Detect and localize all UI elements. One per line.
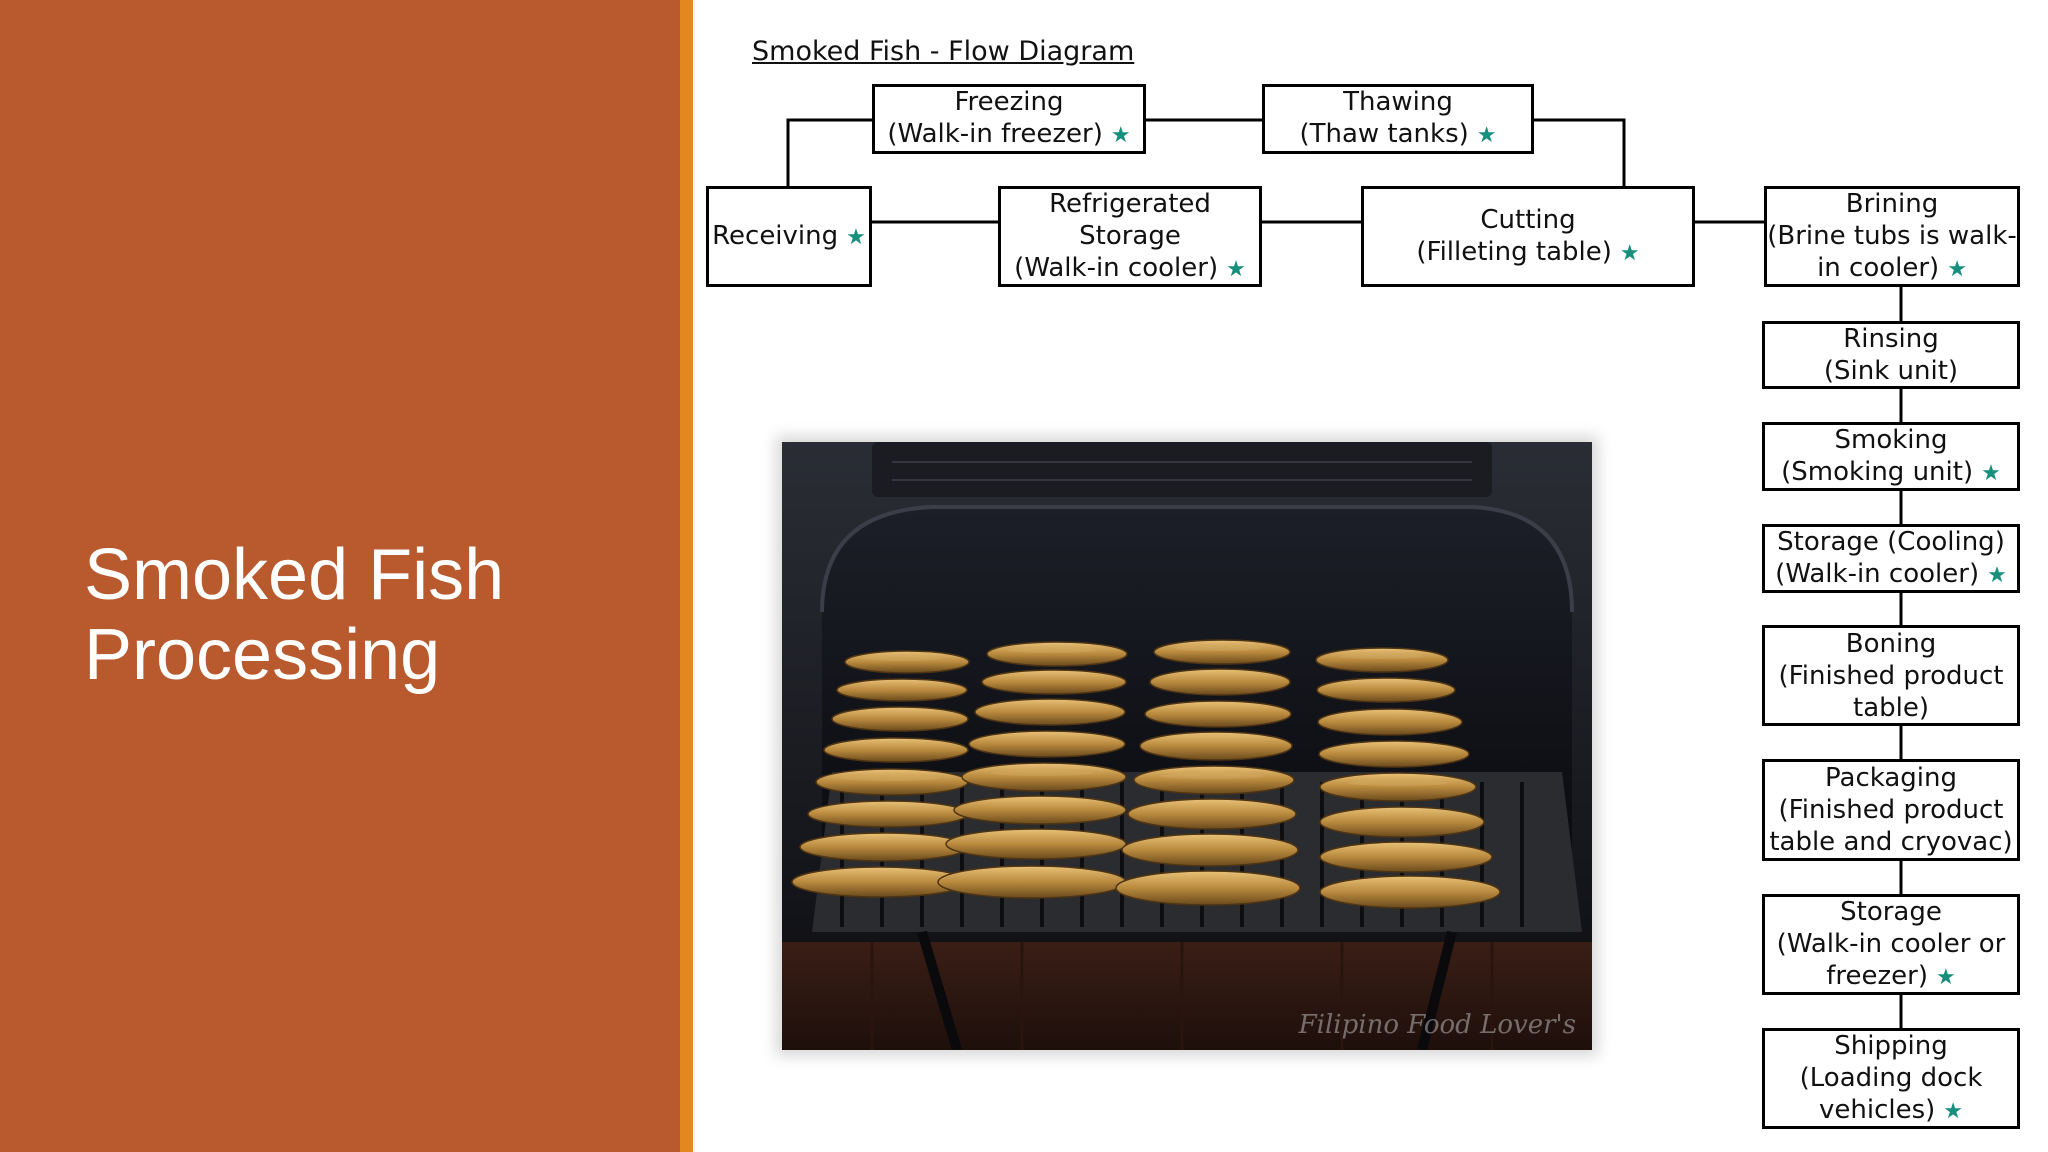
flow-step-text: Storage (Cooling) — [1777, 526, 2005, 557]
flow-step-text: (Sink unit) — [1823, 356, 1959, 386]
flow-step-smoking: Smoking(Smoking unit)★ — [1762, 422, 2020, 491]
flow-step-text: freezer)★ — [1826, 960, 1956, 991]
flow-step-text: table) — [1853, 692, 1929, 723]
star-icon: ★ — [1981, 460, 2001, 486]
photo-watermark: Filipino Food Lover's — [1298, 1010, 1576, 1040]
flow-step-brining: Brining(Brine tubs is walk-in cooler)★ — [1764, 186, 2020, 287]
flow-step-text: Boning — [1845, 628, 1937, 659]
star-icon: ★ — [1476, 123, 1497, 148]
flow-step-text: (Brine tubs is walk- — [1767, 220, 2017, 251]
flow-step-text: Thawing — [1343, 87, 1453, 117]
star-icon: ★ — [1110, 123, 1131, 148]
flow-step-text: Shipping — [1834, 1030, 1948, 1061]
flow-step-text: (Walk-in cooler or — [1776, 928, 2006, 959]
flow-step-text: in cooler)★ — [1817, 252, 1967, 283]
flow-step-text: (Thaw tanks)★ — [1299, 119, 1497, 149]
flow-step-text: Brining — [1845, 188, 1939, 219]
flow-step-cutting: Cutting(Filleting table)★ — [1361, 186, 1695, 287]
flow-step-text: Receiving★ — [712, 220, 866, 251]
smoked-fish-photo: Filipino Food Lover's — [782, 442, 1592, 1050]
flow-step-text: Cutting — [1480, 204, 1576, 235]
flow-step-text: (Filleting table)★ — [1416, 236, 1640, 267]
flow-step-text: (Walk-in cooler)★ — [1775, 558, 2007, 589]
star-icon: ★ — [846, 224, 866, 250]
slide-title-line-2: Processing — [84, 615, 441, 695]
flow-step-text: (Walk-in cooler)★ — [1014, 252, 1246, 283]
flow-step-text: Smoking — [1834, 424, 1948, 455]
connector-thawing-cutting — [1534, 118, 1626, 186]
flow-step-text: (Finished product — [1778, 660, 2004, 691]
slide-title-line-1: Smoked Fish — [84, 535, 505, 615]
flow-step-rinsing: Rinsing(Sink unit) — [1762, 321, 2020, 389]
smoker-illustration — [782, 442, 1592, 1050]
flow-step-text: vehicles)★ — [1818, 1094, 1964, 1125]
diagram-title: Smoked Fish - Flow Diagram — [752, 36, 1135, 67]
flow-step-text: Freezing — [954, 87, 1064, 117]
star-icon: ★ — [1987, 562, 2007, 588]
flow-step-thawing: Thawing(Thaw tanks)★ — [1262, 84, 1534, 154]
flow-step-text: (Finished product — [1778, 795, 2004, 825]
connector-receiving-freezing — [786, 118, 872, 186]
flow-step-receiving: Receiving★ — [706, 186, 872, 287]
flow-step-text: (Smoking unit)★ — [1781, 456, 2001, 487]
star-icon: ★ — [1226, 256, 1246, 282]
flow-step-text: (Walk-in freezer)★ — [887, 119, 1131, 149]
star-icon: ★ — [1619, 240, 1640, 266]
star-icon: ★ — [1943, 1098, 1964, 1124]
flow-step-text: (Loading dock — [1799, 1062, 1983, 1093]
star-icon: ★ — [1936, 964, 1956, 990]
flow-step-text: Storage — [1079, 220, 1181, 251]
left-panel — [0, 0, 680, 1152]
flow-step-text: Storage — [1840, 896, 1942, 927]
flow-step-text: Rinsing — [1843, 324, 1939, 354]
flow-step-text: Packaging — [1825, 763, 1957, 793]
accent-bar — [680, 0, 693, 1152]
flow-step-storage-cooling: Storage (Cooling)(Walk-in cooler)★ — [1762, 524, 2020, 593]
star-icon: ★ — [1947, 256, 1967, 282]
slide-title: Smoked Fish Processing — [84, 535, 644, 695]
flow-step-text: Refrigerated — [1049, 188, 1211, 219]
flow-step-text: table and cryovac) — [1769, 827, 2013, 857]
flow-step-freezing: Freezing(Walk-in freezer)★ — [872, 84, 1146, 154]
